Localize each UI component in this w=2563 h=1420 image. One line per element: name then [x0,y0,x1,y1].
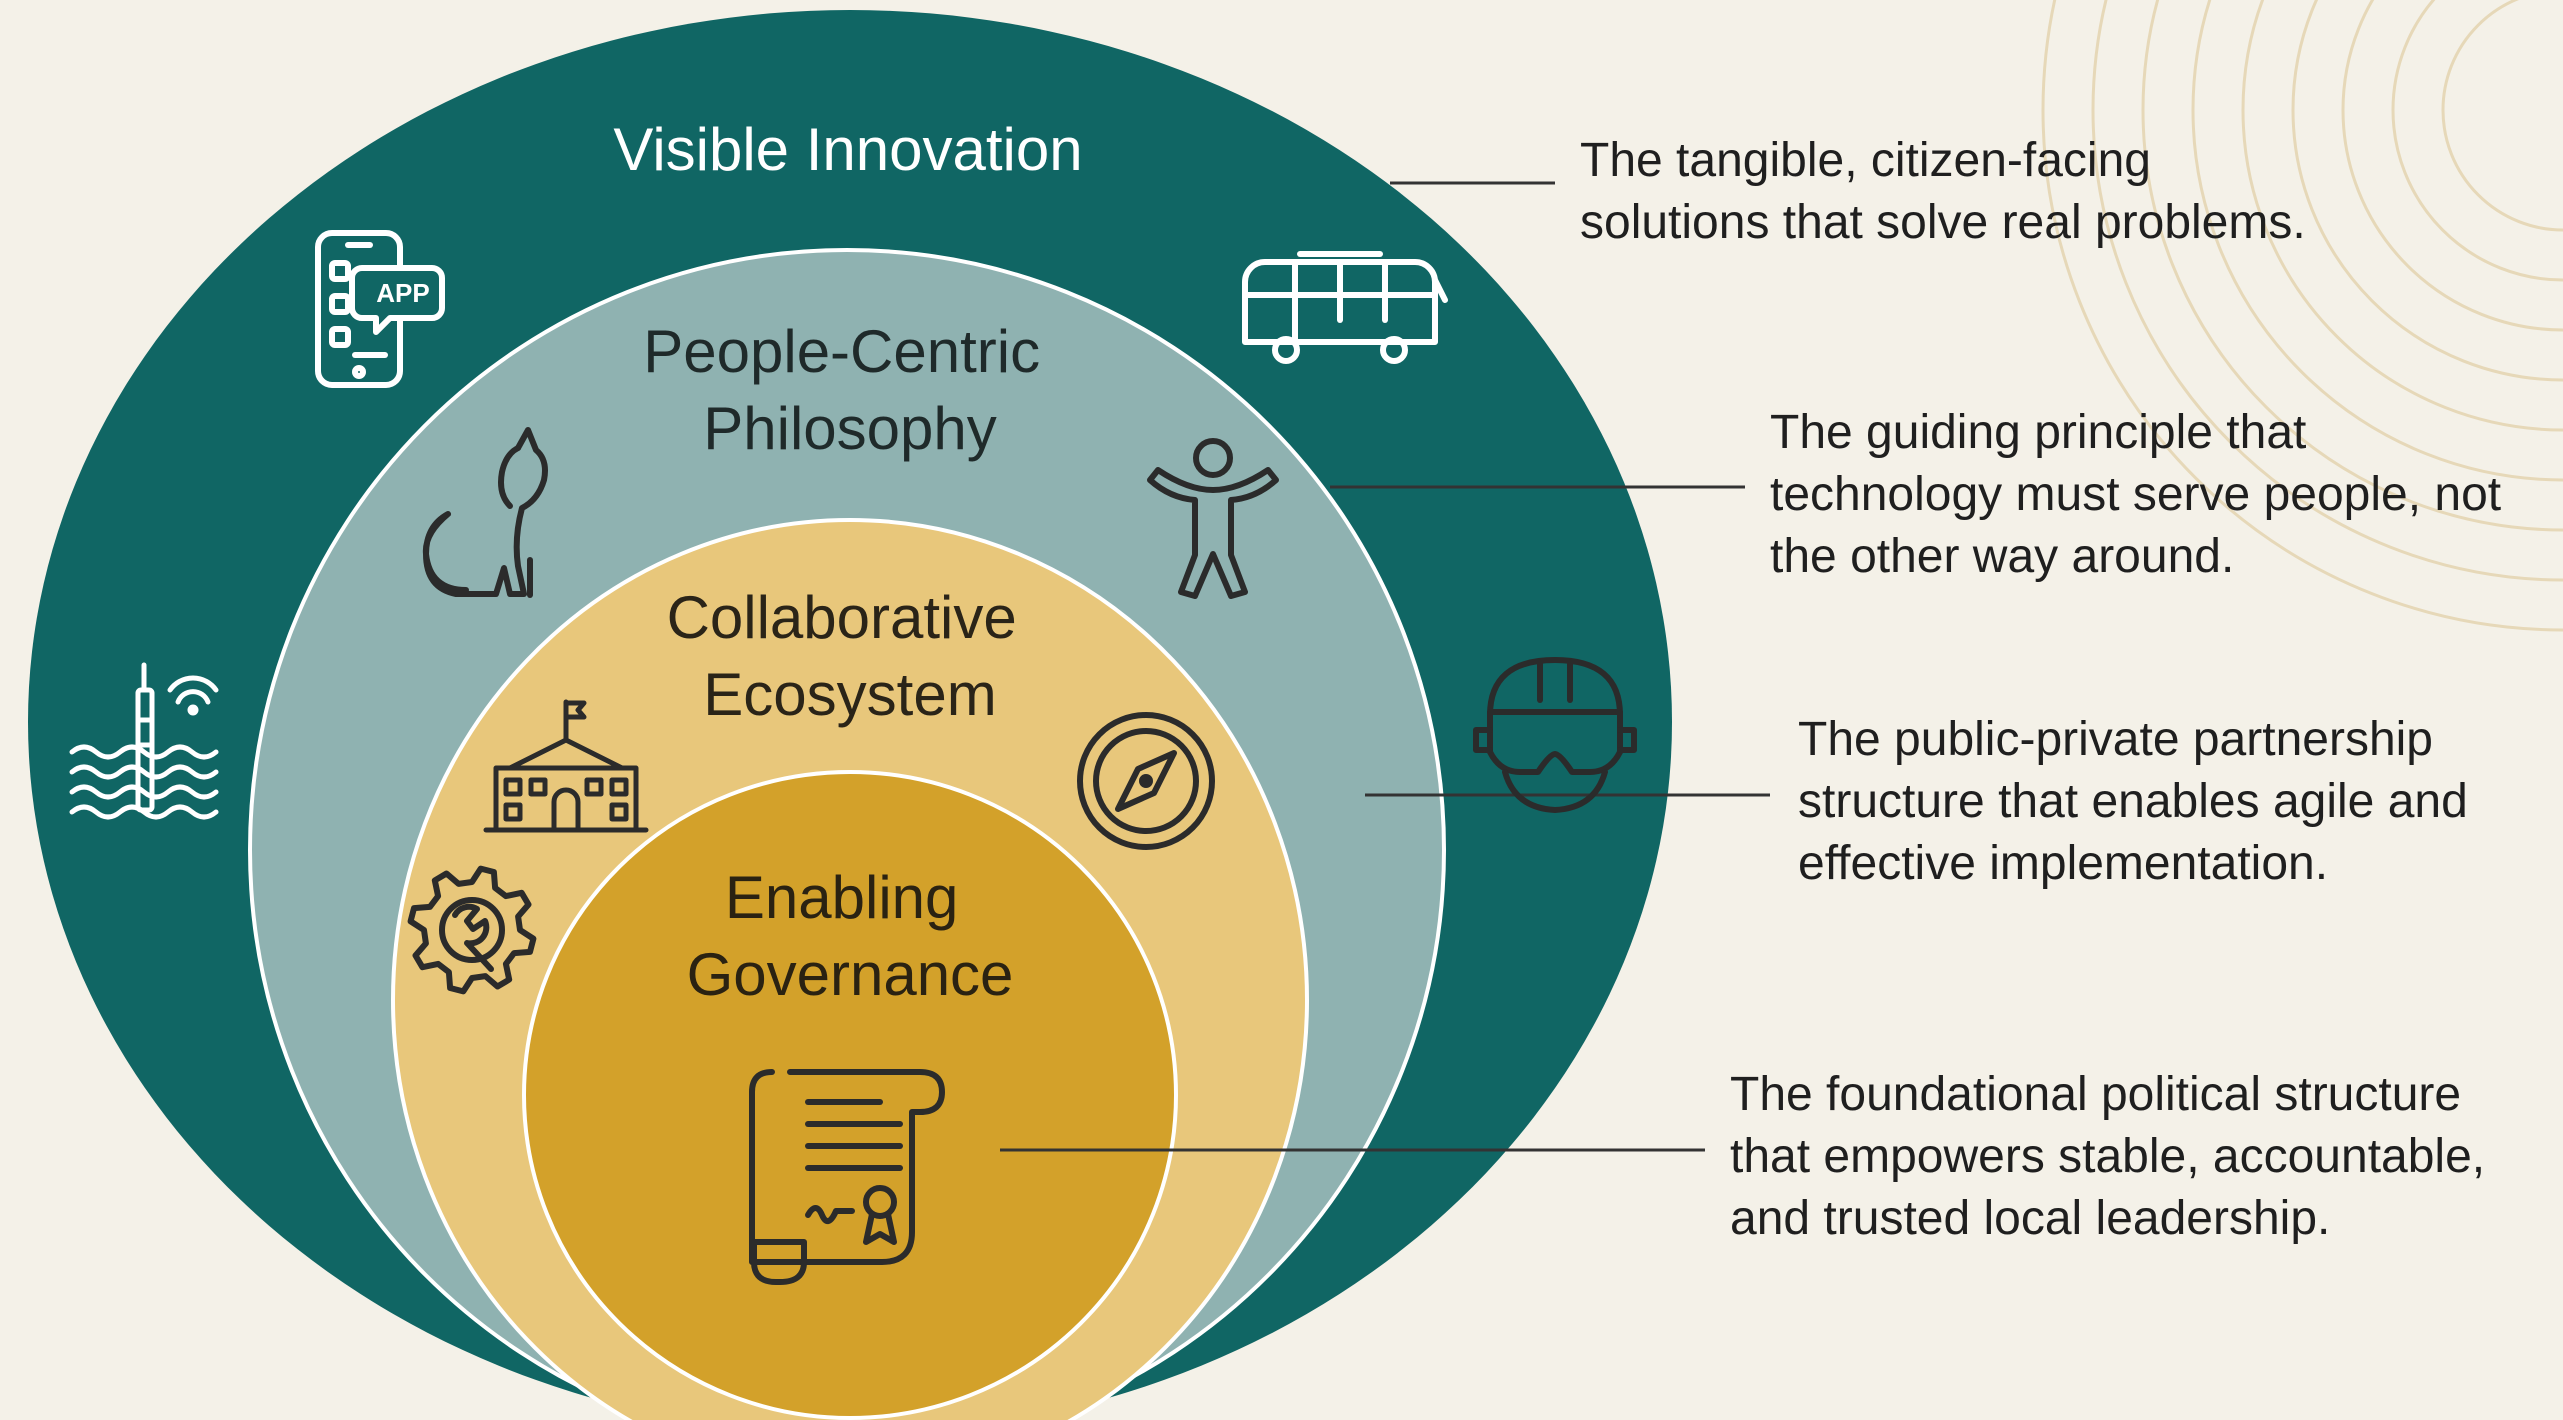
accessibility-person-icon [1147,438,1279,599]
decor-arc [2341,0,2563,332]
app-badge-label: APP [376,278,429,308]
decorative-arcs [2041,0,2563,632]
smartphone-app-icon: APP [315,230,445,388]
vr-headset-icon [1473,657,1637,813]
decor-arc [2191,0,2563,482]
layer-title-visible-innovation: Visible Innovation [613,116,1082,183]
decor-arc [2091,0,2563,582]
charter-scroll-icon [749,1069,945,1285]
water-sensor-icon [69,662,219,820]
cat-icon [422,427,548,598]
layer-titles: Visible Innovation People-Centric Philos… [613,116,1082,1008]
layer-title-enabling-governance: Enabling Governance [687,864,1014,1008]
bus-icon [1242,251,1448,364]
decor-arc [2141,0,2563,532]
gear-wrench-icon [407,865,537,995]
layer-rings [28,10,1672,1420]
description-people-centric-philosophy: The guiding principle that technology mu… [1770,406,2502,583]
government-building-icon [483,699,649,833]
description-collaborative-ecosystem: The public-private partnership structure… [1798,713,2468,890]
decor-arc [2441,0,2563,232]
layer-title-collaborative-ecosystem: Collaborative Ecosystem [667,584,1034,728]
decor-arc [2391,0,2563,282]
layer-title-people-centric-philosophy: People-Centric Philosophy [643,318,1057,462]
decor-arc [2041,0,2563,632]
decor-arc [2241,0,2563,432]
description-visible-innovation: The tangible, citizen-facing solutions t… [1580,134,2306,249]
leader-lines [1000,181,1770,1152]
description-enabling-governance: The foundational political structure tha… [1730,1068,2486,1245]
layer-enabling-governance [522,770,1178,1420]
decor-arc [2291,0,2563,382]
compass-icon [1077,712,1215,850]
